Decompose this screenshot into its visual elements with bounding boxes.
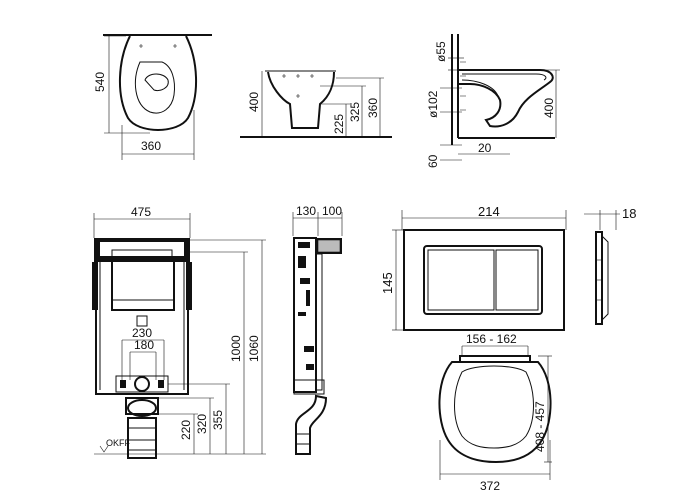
frame-front-view: 475 230 180 O bbox=[92, 205, 266, 459]
dim-180: 180 bbox=[134, 338, 154, 352]
dim-540: 540 bbox=[93, 72, 107, 92]
dim-60: 60 bbox=[426, 154, 440, 168]
dim-d102: ø102 bbox=[426, 90, 440, 118]
dim-100: 100 bbox=[322, 204, 342, 218]
dim-156-162: 156 - 162 bbox=[466, 332, 517, 346]
dim-18: 18 bbox=[622, 206, 636, 221]
bowl-side-view: ø55 ø102 400 60 20 bbox=[426, 34, 560, 168]
dim-475: 475 bbox=[131, 205, 151, 219]
dim-130: 130 bbox=[296, 204, 316, 218]
toilet-seat-top-view: 156 - 162 408 - 457 372 bbox=[438, 332, 552, 493]
flush-plate-front: 214 145 bbox=[380, 204, 567, 331]
dim-400-front: 400 bbox=[247, 92, 261, 112]
dim-360-front: 360 bbox=[366, 98, 380, 118]
dim-325: 325 bbox=[348, 102, 362, 122]
dim-400-side: 400 bbox=[542, 98, 556, 118]
dim-320: 320 bbox=[195, 414, 209, 434]
dim-360: 360 bbox=[141, 139, 161, 153]
dim-225: 225 bbox=[332, 114, 346, 134]
dim-1000: 1000 bbox=[229, 335, 243, 362]
dim-230: 230 bbox=[132, 326, 152, 340]
dim-145: 145 bbox=[380, 272, 395, 294]
dim-372: 372 bbox=[480, 479, 500, 493]
dim-20: 20 bbox=[478, 141, 492, 155]
dim-214: 214 bbox=[478, 204, 500, 219]
dim-220: 220 bbox=[179, 420, 193, 440]
bowl-top-view: 540 360 bbox=[93, 34, 212, 160]
frame-side-view: 130 100 bbox=[292, 204, 342, 455]
dim-1060: 1060 bbox=[247, 335, 261, 362]
flush-plate-side: 18 bbox=[584, 206, 636, 325]
bowl-front-view: 400 225 325 360 bbox=[240, 70, 392, 138]
dim-d55: ø55 bbox=[434, 41, 448, 62]
dim-408-457: 408 - 457 bbox=[533, 401, 547, 452]
label-okff: OKFF bbox=[106, 438, 131, 448]
dim-355: 355 bbox=[211, 410, 225, 430]
